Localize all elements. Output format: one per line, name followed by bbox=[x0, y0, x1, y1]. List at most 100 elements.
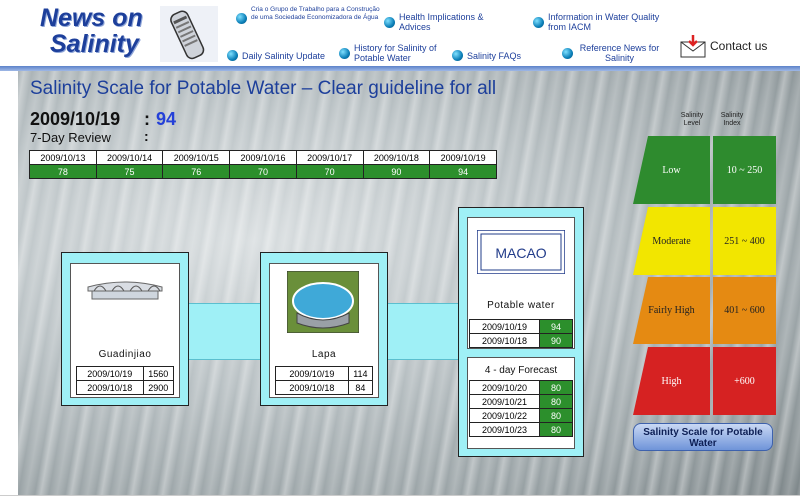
level-range: +600 bbox=[734, 375, 755, 387]
contact-us-link[interactable]: Contact us bbox=[680, 34, 767, 58]
level-shape bbox=[713, 347, 776, 415]
review-value: 78 bbox=[29, 164, 97, 179]
review-date: 2009/10/15 bbox=[162, 150, 231, 165]
nav-reference-label: Reference News for Salinity bbox=[579, 43, 660, 63]
nav-daily-update-label: Daily Salinity Update bbox=[242, 50, 326, 61]
review-value: 90 bbox=[362, 164, 431, 179]
reading-value: 2900 bbox=[142, 380, 175, 395]
nav-faqs[interactable]: Salinity FAQs bbox=[452, 50, 521, 61]
nav-iacm[interactable]: Information in Water Quality from IACM bbox=[533, 12, 663, 32]
station-potable-water[interactable]: MACAO Potable water 2009/10/19 94 2009/1… bbox=[458, 207, 584, 457]
nav-health-label: Health Implications & Advices bbox=[399, 12, 484, 32]
forecast-value: 80 bbox=[539, 408, 573, 423]
site-logo[interactable]: News on Salinity bbox=[36, 5, 156, 57]
current-date: 2009/10/19 bbox=[30, 109, 121, 129]
table-row: 2009/10/19 1560 bbox=[76, 366, 175, 381]
nav-history-label: History for Salinity of Potable Water bbox=[354, 43, 437, 63]
review-date: 2009/10/17 bbox=[295, 150, 364, 165]
level-shape bbox=[633, 347, 710, 415]
review-date: 2009/10/18 bbox=[362, 150, 431, 165]
nav-health[interactable]: Health Implications & Advices bbox=[384, 12, 509, 32]
nav-reference[interactable]: Reference News for Salinity bbox=[562, 43, 662, 63]
level-shape bbox=[713, 277, 776, 344]
forecast-date: 2009/10/21 bbox=[469, 394, 540, 409]
level-name: High bbox=[661, 375, 682, 387]
nav-history[interactable]: History for Salinity of Potable Water bbox=[339, 43, 449, 63]
level-shape bbox=[633, 136, 710, 204]
pipe-connector bbox=[387, 303, 459, 360]
review-value: 70 bbox=[295, 164, 364, 179]
reading-date: 2009/10/18 bbox=[469, 333, 540, 348]
reading-date: 2009/10/18 bbox=[76, 380, 144, 395]
table-row: 78 75 76 70 70 90 94 bbox=[29, 164, 497, 179]
seven-day-review-table: 2009/10/13 2009/10/14 2009/10/15 2009/10… bbox=[29, 150, 497, 179]
pipe-connector bbox=[188, 303, 262, 360]
level-fill bbox=[713, 347, 776, 415]
level-fill bbox=[713, 136, 776, 204]
level-name: Low bbox=[662, 164, 681, 176]
table-row: 2009/10/18 90 bbox=[469, 333, 573, 348]
station-readings-table: 2009/10/19 1560 2009/10/18 2900 bbox=[76, 366, 175, 395]
bullet-icon bbox=[227, 50, 238, 61]
nav-working-group[interactable]: Cria o Grupo de Trabalho para a Construç… bbox=[236, 3, 386, 24]
forecast-value: 80 bbox=[539, 380, 573, 395]
contact-us-label: Contact us bbox=[710, 39, 768, 53]
logo-line2: Salinity bbox=[50, 30, 139, 58]
bullet-icon bbox=[236, 13, 247, 24]
level-shape bbox=[713, 136, 776, 204]
footer-strip bbox=[0, 495, 800, 503]
table-row: 2009/10/22 80 bbox=[469, 408, 573, 423]
table-row: 2009/10/19 114 bbox=[275, 366, 374, 381]
scale-level-moderate: Moderate bbox=[633, 207, 710, 275]
review-date: 2009/10/14 bbox=[95, 150, 164, 165]
table-row: 2009/10/18 84 bbox=[275, 380, 374, 395]
level-fill bbox=[633, 136, 710, 204]
level-fill bbox=[633, 207, 710, 275]
macao-logo-icon: MACAO bbox=[477, 230, 565, 274]
floodgate-icon bbox=[87, 281, 163, 300]
forecast-value: 80 bbox=[539, 422, 573, 437]
reading-date: 2009/10/19 bbox=[275, 366, 349, 381]
station-guadinjiao[interactable]: Guadinjiao 2009/10/19 1560 2009/10/18 29… bbox=[61, 252, 189, 406]
reading-value: 94 bbox=[539, 319, 573, 334]
station-name: Potable water bbox=[487, 300, 555, 311]
scale-index-fairly-high: 401 ~ 600 bbox=[713, 277, 776, 344]
bullet-icon bbox=[562, 47, 573, 59]
level-shape bbox=[633, 207, 710, 275]
reading-date: 2009/10/18 bbox=[275, 380, 349, 395]
separator: : bbox=[144, 109, 150, 129]
scale-level-fairly-high: Fairly High bbox=[633, 277, 710, 344]
level-shape bbox=[713, 207, 776, 275]
reading-value: 114 bbox=[347, 366, 374, 381]
bullet-icon bbox=[339, 47, 350, 59]
salinity-scale-button[interactable]: Salinity Scale for Potable Water bbox=[633, 423, 773, 451]
review-value: 70 bbox=[229, 164, 297, 179]
table-row: 2009/10/18 2900 bbox=[76, 380, 175, 395]
scale-index-low: 10 ~ 250 bbox=[713, 136, 776, 204]
forecast-date: 2009/10/23 bbox=[469, 422, 540, 437]
station-name: Lapa bbox=[311, 349, 337, 360]
page-title: Salinity Scale for Potable Water – Clear… bbox=[30, 78, 497, 99]
review-date: 2009/10/16 bbox=[229, 150, 297, 165]
level-fill bbox=[633, 277, 710, 344]
scale-header-index: Salinity Index bbox=[720, 112, 744, 127]
scale-index-high: +600 bbox=[713, 347, 776, 415]
newspaper-icon bbox=[160, 6, 218, 62]
reading-date: 2009/10/19 bbox=[469, 319, 540, 334]
forecast-date: 2009/10/22 bbox=[469, 408, 540, 423]
forecast-date: 2009/10/20 bbox=[469, 380, 540, 395]
reading-value: 84 bbox=[347, 380, 374, 395]
level-range: 251 ~ 400 bbox=[724, 235, 765, 247]
table-row: 2009/10/13 2009/10/14 2009/10/15 2009/10… bbox=[29, 150, 497, 165]
level-fill bbox=[713, 277, 776, 344]
station-lapa[interactable]: Lapa 2009/10/19 114 2009/10/18 84 bbox=[260, 252, 388, 406]
header-divider bbox=[0, 66, 800, 71]
review-date: 2009/10/13 bbox=[29, 150, 97, 165]
macao-logo-text: MACAO bbox=[495, 245, 546, 261]
forecast-title: 4 - day Forecast bbox=[484, 365, 558, 376]
header: News on Salinity Cria o Grupo de Trabalh… bbox=[0, 0, 800, 71]
forecast-value: 80 bbox=[539, 394, 573, 409]
nav-faqs-label: Salinity FAQs bbox=[467, 50, 522, 61]
scale-index-moderate: 251 ~ 400 bbox=[713, 207, 776, 275]
nav-daily-update[interactable]: Daily Salinity Update bbox=[227, 50, 325, 61]
